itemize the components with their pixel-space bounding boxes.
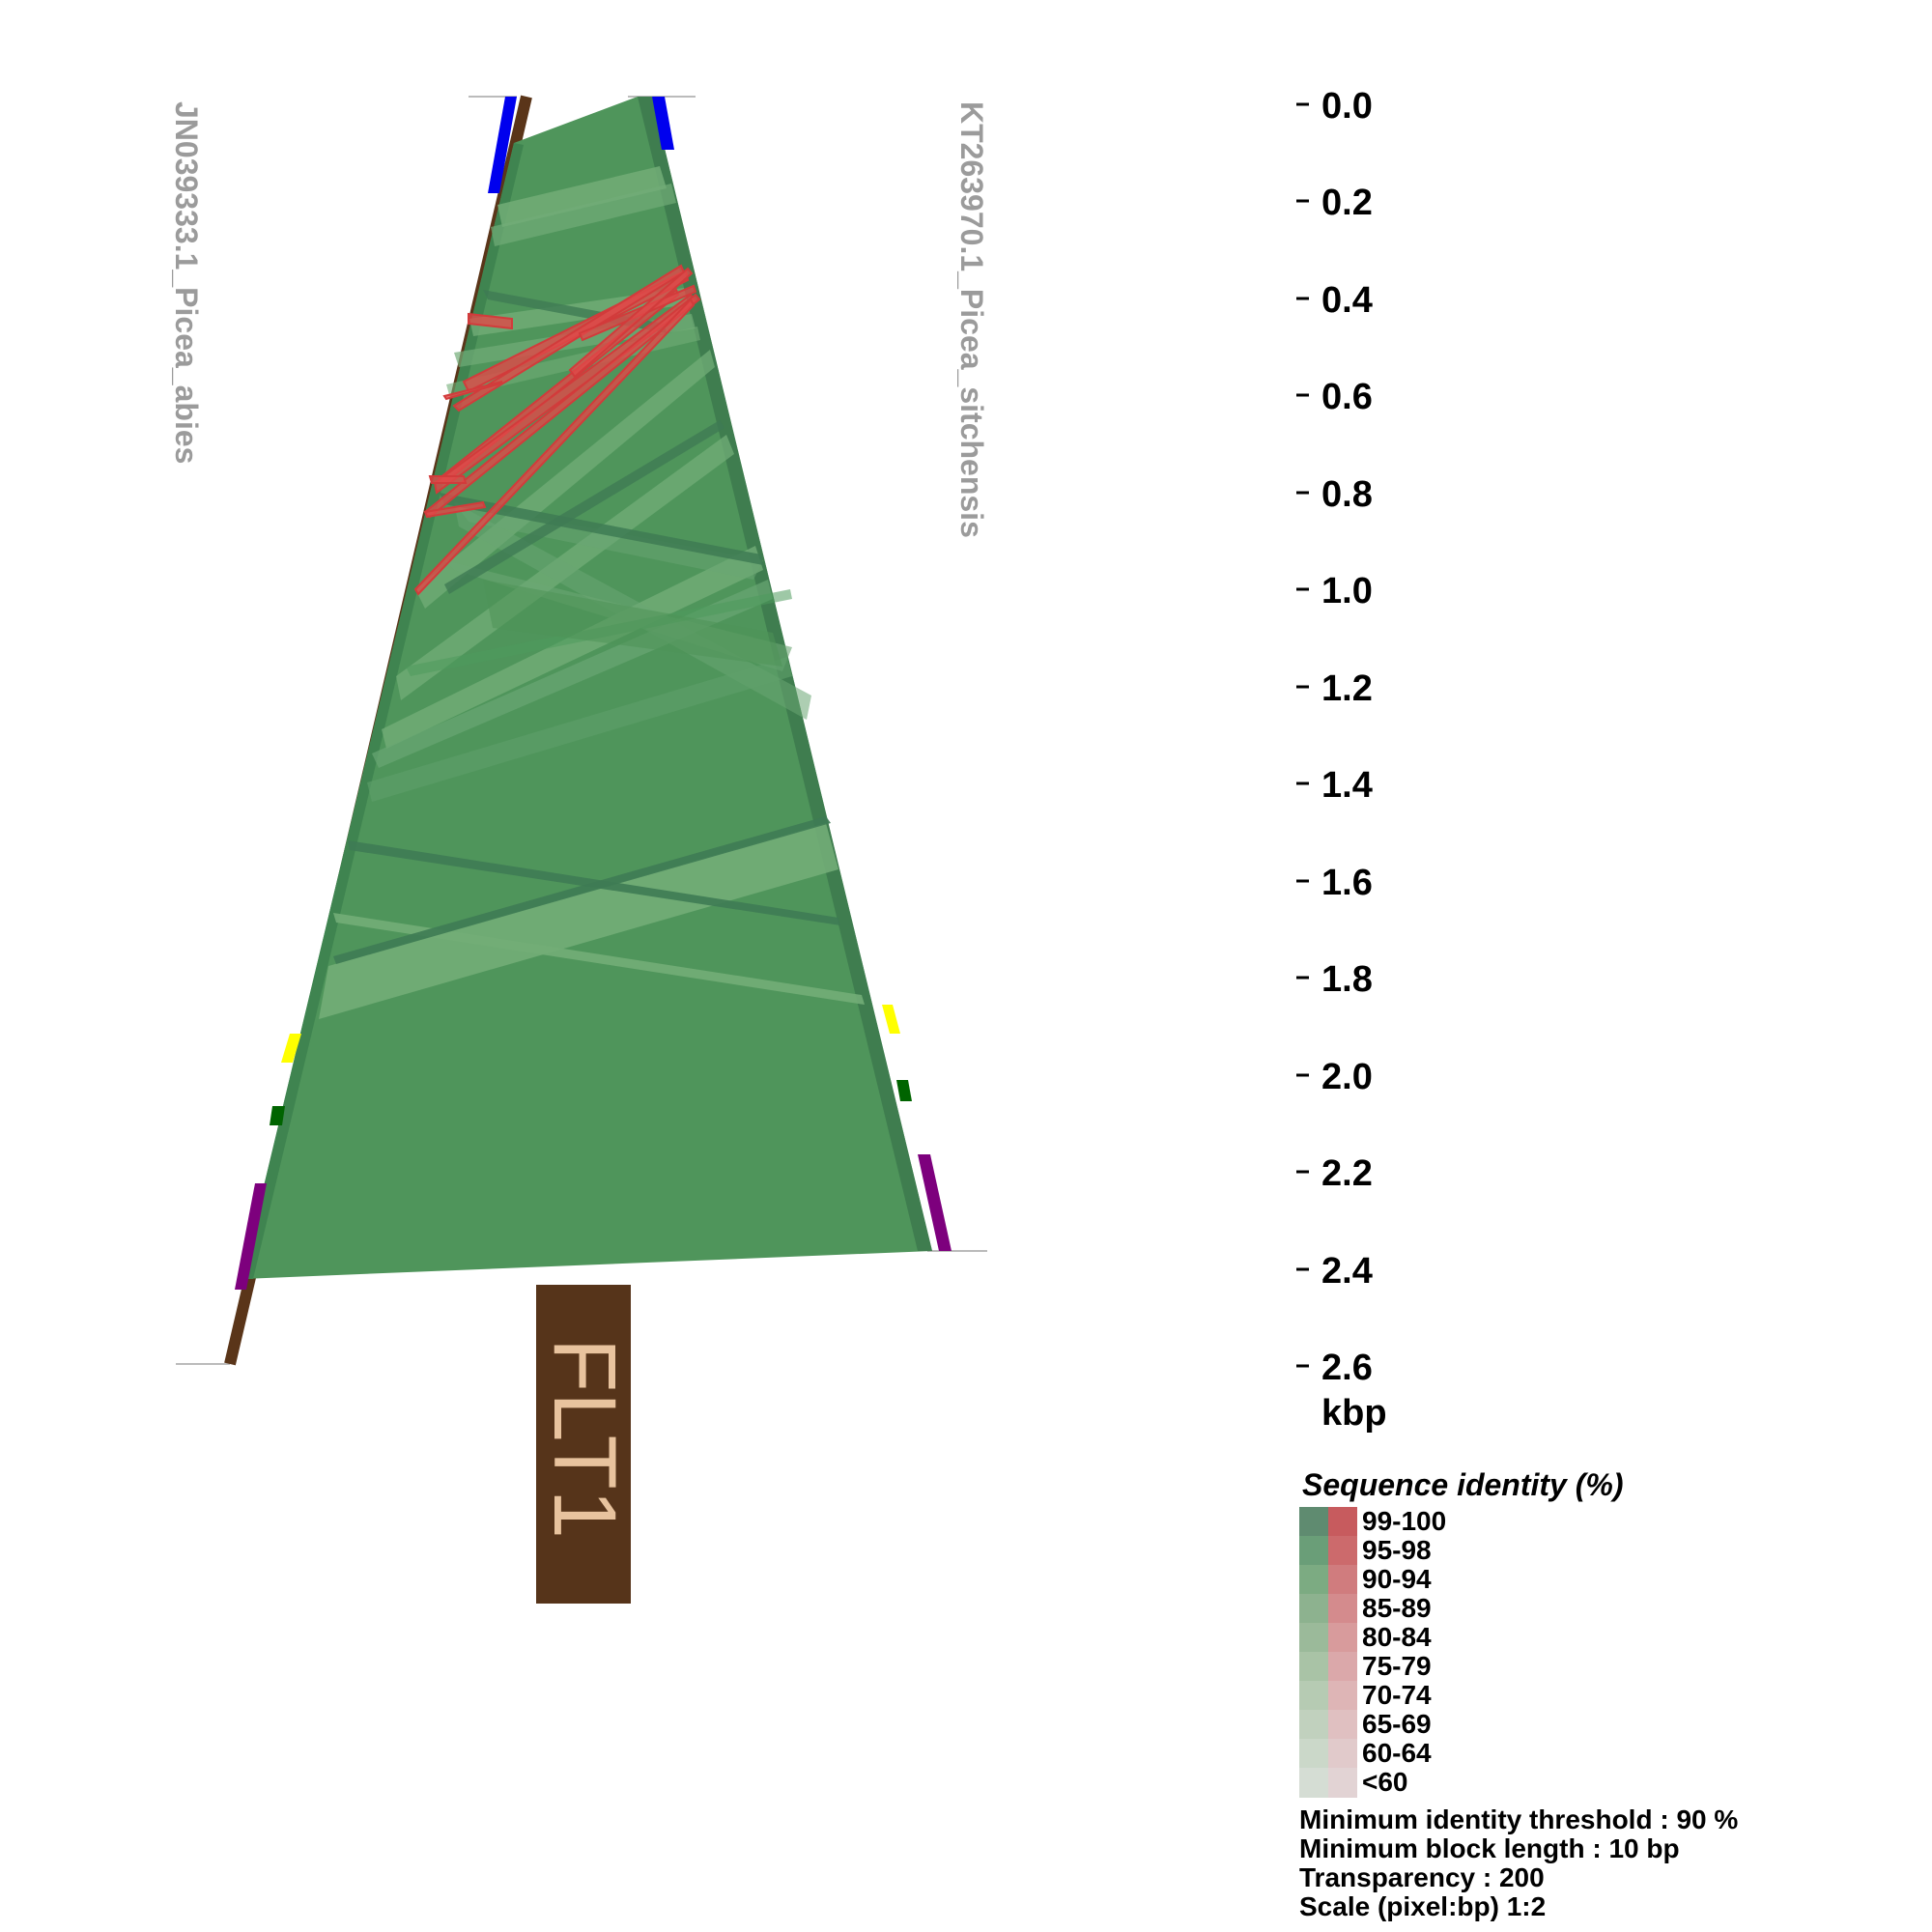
dark-band-4 — [333, 816, 831, 964]
tick-label: 1.6 — [1321, 863, 1373, 903]
band-13 — [367, 657, 792, 802]
tick-label: 0.4 — [1321, 280, 1373, 321]
legend-red-swatches — [1328, 1507, 1357, 1798]
inverted-alignments — [413, 264, 701, 596]
legend-green-swatch — [1299, 1681, 1328, 1711]
right-blue-feature — [652, 97, 674, 150]
legend-bin-label: 80-84 — [1362, 1622, 1432, 1652]
tick-label: 2.0 — [1321, 1057, 1373, 1097]
tick-label: 2.2 — [1321, 1153, 1373, 1194]
legend-green-swatch — [1299, 1507, 1328, 1537]
left-green-feature — [270, 1106, 285, 1125]
red-band-1 — [468, 312, 513, 330]
legend-green-swatch — [1299, 1536, 1328, 1566]
legend-red-swatch — [1328, 1507, 1357, 1537]
red-band-9 — [568, 267, 694, 379]
tick-label: 1.8 — [1321, 959, 1373, 1000]
red-band-7 — [413, 298, 696, 596]
legend-red-swatch — [1328, 1623, 1357, 1653]
legend-bin-label: 75-79 — [1362, 1651, 1432, 1681]
left-purple-feature — [235, 1183, 267, 1290]
tick-label: 1.0 — [1321, 571, 1373, 611]
left-yellow-feature — [281, 1034, 301, 1063]
legend-red-swatch — [1328, 1536, 1357, 1566]
left-blue-feature — [488, 97, 517, 193]
legend-green-swatch — [1299, 1594, 1328, 1624]
left-sequence-label: JN039333.1_Picea_abies — [169, 101, 204, 464]
tick-label: 2.4 — [1321, 1251, 1373, 1292]
red-band-11 — [428, 475, 468, 484]
band-1 — [497, 166, 667, 227]
transparency-note: Transparency : 200 — [1299, 1862, 1545, 1892]
legend-red-swatch — [1328, 1594, 1357, 1624]
red-band-12 — [423, 500, 487, 519]
right-purple-feature — [918, 1154, 952, 1251]
dark-band-5 — [444, 420, 724, 594]
left-edge-strip — [242, 143, 524, 1279]
legend-red-swatch — [1328, 1768, 1357, 1798]
main-alignment-block — [242, 97, 932, 1279]
tick-label: 0.2 — [1321, 183, 1373, 223]
band-thin-lower — [333, 913, 865, 1005]
identity-threshold-note: Minimum identity threshold : 90 % — [1299, 1804, 1738, 1834]
tick-marks — [1296, 102, 1309, 1368]
legend-title: Sequence identity (%) — [1302, 1467, 1624, 1502]
legend-bin-label: 65-69 — [1362, 1709, 1432, 1739]
alignment-blocks — [242, 97, 932, 1279]
legend-bin-label: 70-74 — [1362, 1680, 1432, 1710]
legend-green-swatch — [1299, 1739, 1328, 1769]
legend-green-swatch — [1299, 1565, 1328, 1595]
tick-label: 0.0 — [1321, 86, 1373, 127]
band-8 — [382, 546, 763, 749]
right-sequence-label: KT263970.1_Picea_sitchensis — [954, 101, 989, 538]
legend-bin-label: 85-89 — [1362, 1593, 1432, 1623]
right-features — [652, 97, 952, 1251]
right-yellow-feature — [882, 1005, 900, 1034]
legend-bin-label: <60 — [1362, 1767, 1408, 1797]
legend-green-swatches — [1299, 1507, 1328, 1798]
band-15 — [483, 580, 782, 667]
legend-red-swatch — [1328, 1739, 1357, 1769]
tick-label: 1.2 — [1321, 668, 1373, 709]
tick-label: 1.4 — [1321, 765, 1373, 806]
parameter-notes: Minimum identity threshold : 90 % Minimu… — [1299, 1804, 1738, 1921]
gene-box — [536, 1285, 631, 1604]
legend-red-swatch — [1328, 1681, 1357, 1711]
right-green-feature — [896, 1080, 912, 1101]
tick-label: 0.8 — [1321, 474, 1373, 515]
scale-axis: 0.0 0.2 0.4 0.6 0.8 1.0 1.2 1.4 1.6 1.8 … — [1296, 86, 1387, 1434]
legend-green-swatch — [1299, 1710, 1328, 1740]
band-2 — [491, 184, 676, 246]
identity-legend: Sequence identity (%) 99-100 9 — [1299, 1467, 1624, 1798]
gene-label: FLT1 — [535, 1338, 634, 1539]
tick-label: 0.6 — [1321, 377, 1373, 417]
legend-green-swatch — [1299, 1652, 1328, 1682]
left-features — [235, 97, 517, 1290]
legend-bin-label: 99-100 — [1362, 1506, 1446, 1536]
gene-feature: FLT1 — [535, 1285, 634, 1604]
legend-red-swatch — [1328, 1710, 1357, 1740]
legend-green-swatch — [1299, 1768, 1328, 1798]
legend-bin-label: 60-64 — [1362, 1738, 1432, 1768]
band-wide-lower — [319, 823, 838, 1019]
red-band-10 — [442, 381, 503, 401]
legend-green-swatch — [1299, 1623, 1328, 1653]
scale-note: Scale (pixel:bp) 1:2 — [1299, 1891, 1546, 1921]
legend-bin-label: 90-94 — [1362, 1564, 1432, 1594]
legend-bin-label: 95-98 — [1362, 1535, 1432, 1565]
band-12 — [454, 502, 763, 580]
legend-red-swatch — [1328, 1565, 1357, 1595]
dark-band-2 — [440, 493, 763, 565]
legend-red-swatch — [1328, 1652, 1357, 1682]
tick-label: 2.6 — [1321, 1348, 1373, 1388]
block-length-note: Minimum block length : 10 bp — [1299, 1833, 1680, 1863]
scale-unit: kbp — [1321, 1393, 1387, 1434]
